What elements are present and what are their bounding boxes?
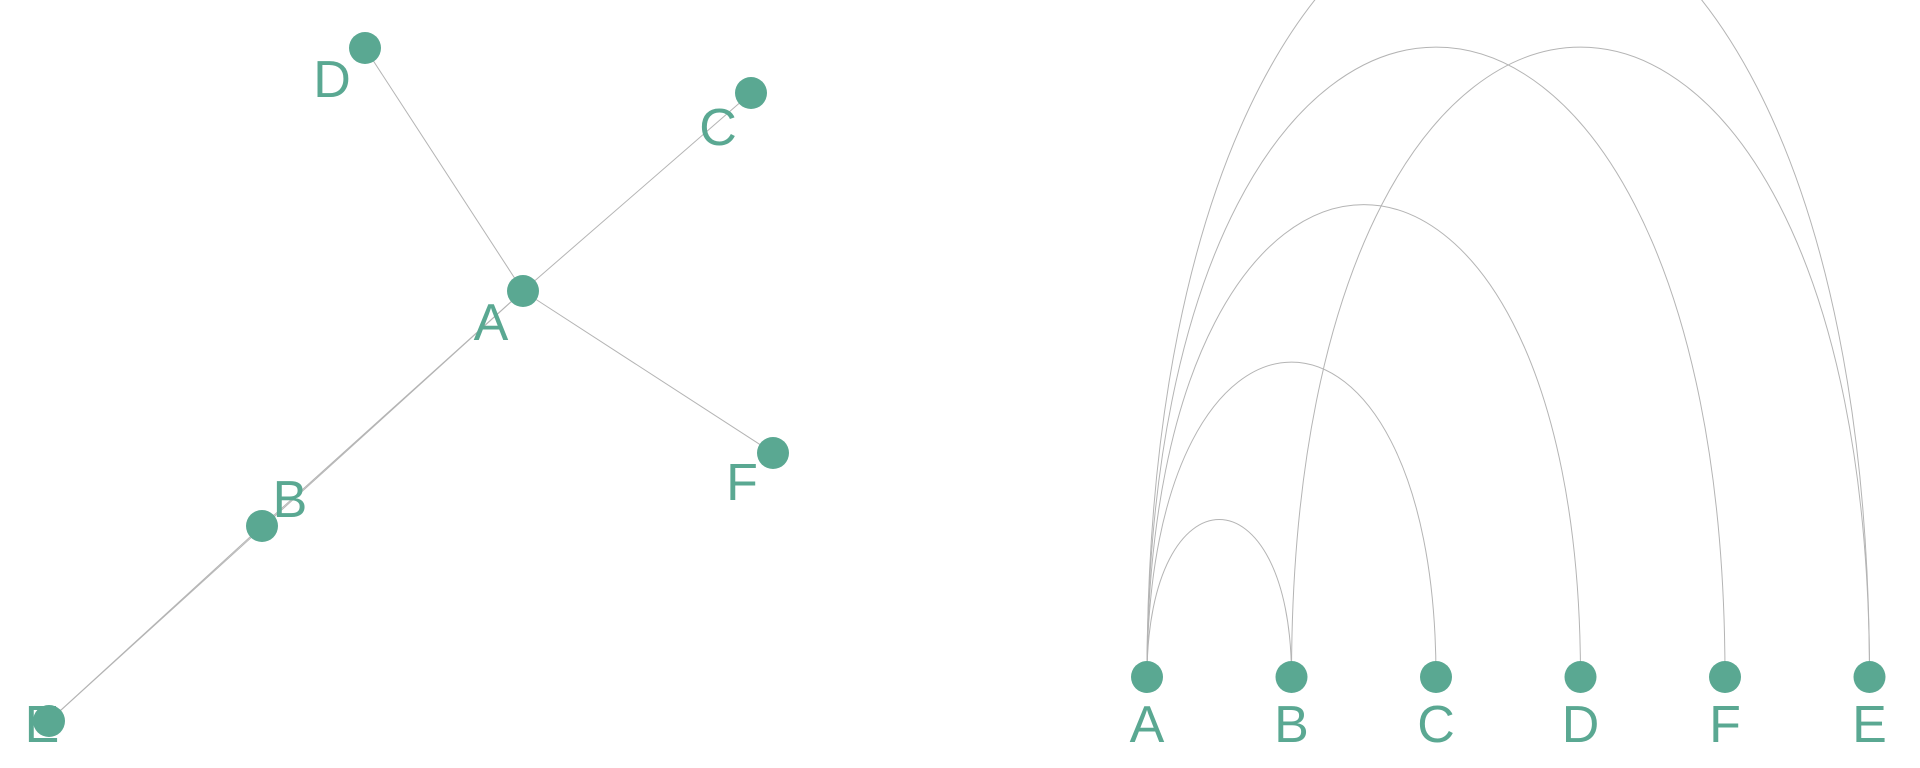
arc-edge-a-d [1146, 204, 1581, 678]
arc-edge-a-e [1146, 0, 1870, 678]
network-node-label-d: D [313, 51, 351, 109]
arc-node-label-d: D [1562, 696, 1600, 754]
network-node-c [735, 77, 767, 109]
network-node-b [246, 510, 278, 542]
network-node-label-f: F [726, 454, 758, 512]
arc-node-label-a: A [1130, 696, 1165, 754]
arc-edge-a-b [1146, 519, 1292, 678]
network-node-e [33, 705, 65, 737]
arc-node-label-f: F [1709, 696, 1741, 754]
arc-node-f [1709, 661, 1741, 693]
network-node-label-c: C [699, 99, 737, 157]
arc-edge-a-f [1146, 46, 1726, 678]
network-edge-a-d [364, 47, 524, 292]
network-edge-b-e [48, 525, 263, 722]
arc-node-d [1564, 661, 1597, 693]
arc-node-label-c: C [1417, 696, 1455, 754]
arc-node-e [1853, 661, 1886, 693]
arc-edge-a-c [1146, 361, 1437, 678]
network-node-label-a: A [474, 294, 509, 352]
network-node-label-b: B [273, 471, 308, 529]
network-node-d [349, 32, 381, 64]
arc-edge-b-e [1291, 46, 1870, 678]
arc-node-b [1275, 661, 1308, 693]
arc-node-c [1420, 661, 1452, 693]
network-graph: A B C D F E [25, 32, 789, 754]
arc-node-a [1131, 661, 1163, 693]
arc-node-label-b: B [1274, 696, 1309, 754]
network-node-label-e: E [25, 696, 60, 754]
network-node-f [757, 437, 789, 469]
arc-node-label-e: E [1852, 696, 1887, 754]
network-edge-a-c [522, 92, 752, 292]
network-edge-a-f [522, 290, 774, 454]
network-node-a [507, 275, 539, 307]
